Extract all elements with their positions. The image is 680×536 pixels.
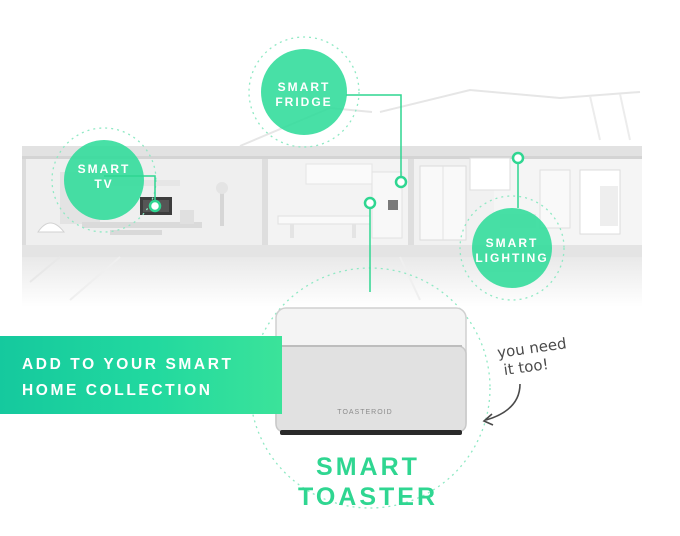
bubble-lighting-line2: LIGHTING (475, 251, 549, 265)
toaster-image (275, 307, 467, 435)
product-title: SMART TOASTER (268, 452, 468, 512)
bubble-lighting (459, 151, 565, 301)
bubble-lighting-line1: SMART (485, 236, 539, 250)
collection-banner-text: ADD TO YOUR SMART HOME COLLECTION (22, 352, 234, 404)
bubble-tv (51, 127, 162, 233)
banner-line2: HOME COLLECTION (22, 382, 213, 399)
collection-banner (0, 336, 282, 414)
bubble-tv-label: SMART TV (64, 162, 144, 192)
bubble-fridge-label: SMART FRIDGE (259, 80, 349, 110)
banner-line1: ADD TO YOUR SMART (22, 356, 234, 373)
bubble-fridge-line2: FRIDGE (275, 95, 333, 109)
bubble-lighting-label: SMART LIGHTING (467, 236, 557, 266)
toaster-circle (249, 196, 491, 509)
product-title-line2: TOASTER (298, 483, 438, 511)
bubble-fridge (248, 36, 408, 189)
bubble-fridge-line1: SMART (277, 80, 331, 94)
product-title-line1: SMART (316, 453, 420, 481)
toaster-brand: TOASTEROID (337, 409, 393, 416)
curved-arrow-icon (485, 383, 521, 421)
bubble-tv-line1: SMART (77, 162, 131, 176)
bubble-tv-line2: TV (94, 177, 114, 191)
